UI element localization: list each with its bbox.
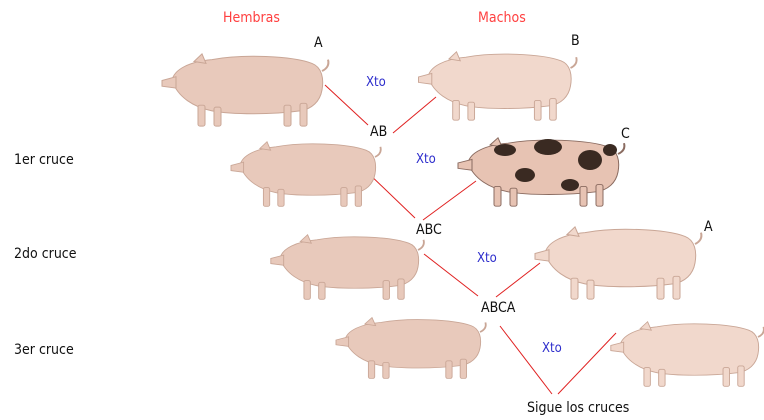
generation-label-2: 2do cruce <box>14 246 76 262</box>
cross-label-4: Xto <box>542 341 562 356</box>
offspring-abca: ABCA <box>481 300 515 316</box>
pig-male-b-icon <box>419 52 577 120</box>
generation-label-3: 3er cruce <box>14 342 74 358</box>
line-a2-to-abca <box>496 263 540 297</box>
pig-female-2-icon <box>231 142 381 207</box>
pig-male-a-icon <box>535 227 701 299</box>
breed-label-b: B <box>571 33 580 49</box>
generation-label-1: 1er cruce <box>14 152 74 168</box>
pig-female-3-icon <box>271 235 424 300</box>
pig-male-4-icon <box>611 322 764 387</box>
offspring-ab: AB <box>370 124 387 140</box>
pig-female-1-icon <box>162 54 328 126</box>
breed-label-a2: A <box>704 219 713 235</box>
breed-label-c: C <box>621 126 630 142</box>
line-abca-to-next <box>500 326 552 394</box>
header-males: Machos <box>478 10 526 26</box>
line-male4-to-next <box>558 333 616 394</box>
cross-label-1: Xto <box>366 75 386 90</box>
line-b-to-ab <box>393 97 436 133</box>
header-females: Hembras <box>223 10 280 26</box>
line-abc-to-abca <box>424 254 478 296</box>
pig-spotted-male-c-icon <box>458 138 624 206</box>
cross-label-2: Xto <box>416 152 436 167</box>
cross-label-3: Xto <box>477 251 497 266</box>
line-c-to-abc <box>423 181 476 220</box>
offspring-abc: ABC <box>416 222 442 238</box>
breed-label-a: A <box>314 35 323 51</box>
footer-text: Sigue los cruces <box>527 400 629 416</box>
line-a-to-ab <box>325 85 368 125</box>
pig-female-4-icon <box>336 318 486 379</box>
